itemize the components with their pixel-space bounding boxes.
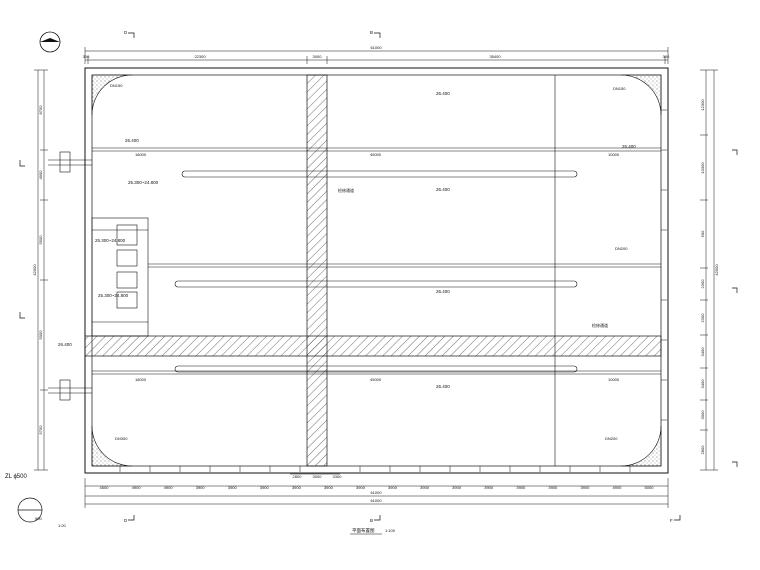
bottom-segments: 4500 4900 4900 3900 3900 3900 3900 3900 3900 3900…	[100, 485, 655, 490]
bottom-segment-label: 3900	[420, 485, 430, 490]
elevation-7: 26.400	[436, 384, 450, 389]
inlet-structure	[91, 217, 149, 337]
slope-label-2: 25.300~24.800	[95, 238, 126, 243]
bottom-segment-label: 3900	[228, 485, 238, 490]
left-total-dim: 42000	[32, 264, 37, 276]
right-seg-3: 2300	[700, 279, 705, 289]
pipe-label-2: DN150	[613, 86, 626, 91]
right-seg-1: 10300	[700, 162, 705, 174]
bottom-segment-label: 3900	[452, 485, 462, 490]
north-arrow-icon	[39, 31, 61, 53]
bottom-segment-label: 3900	[356, 485, 366, 490]
pipe-label-4: DN200	[605, 436, 618, 441]
top-seg-3: 35400	[489, 54, 501, 59]
pipe-label-3: DN200	[615, 246, 628, 251]
slope-label-3: 25.300~24.800	[98, 293, 129, 298]
right-seg-5: 3400	[700, 347, 705, 357]
bottom-segment-label: 4500	[100, 485, 110, 490]
right-dimension-chain	[700, 69, 718, 471]
corner-label: DN300	[115, 436, 128, 441]
right-seg-7: 3000	[700, 410, 705, 420]
bottom-segment-label: 3900	[260, 485, 270, 490]
pile-detail-circle-icon	[17, 497, 43, 523]
bottom-segment-label: 4900	[612, 485, 622, 490]
bottom-segment-label: 3900	[292, 485, 302, 490]
inner-dim-center-bottom: 45000	[370, 377, 382, 382]
right-seg-4: 2300	[700, 313, 705, 323]
pipe-label-1: DN150	[110, 83, 123, 88]
section-marks	[19, 32, 738, 521]
horizontal-walkway	[84, 335, 662, 357]
right-seg-2: 500	[700, 230, 705, 237]
elevation-5: 26.400	[436, 289, 450, 294]
right-seg-0: 12300	[700, 99, 705, 111]
outer-wall	[84, 67, 669, 474]
inner-wall	[91, 74, 662, 467]
vertical-walkway	[306, 74, 328, 467]
bottom-segment-label: 3900	[580, 485, 590, 490]
top-seg-0: 300	[83, 54, 90, 59]
bottom-segment-label: 5000	[645, 485, 655, 490]
right-seg-8: 2800	[700, 445, 705, 455]
elevation-1: 26.400	[436, 91, 450, 96]
bottom-total-1: 61000	[370, 490, 382, 495]
right-total-dim: 42000	[714, 264, 719, 276]
bottom-ticks	[119, 109, 667, 472]
pipes	[174, 170, 578, 373]
inner-dim-right-top: 10000	[608, 152, 620, 157]
top-seg-1: 22300	[194, 54, 206, 59]
bottom-segment-label: 3900	[388, 485, 398, 490]
bottom-segment-label: 3900	[548, 485, 558, 490]
bottom-segment-label: 3900	[324, 485, 334, 490]
corridor-label-2: 检修通道	[592, 322, 608, 328]
top-seg-2: 3000	[313, 54, 323, 59]
bottom-segment-label: 3900	[484, 485, 494, 490]
right-seg-6: 3400	[700, 379, 705, 389]
elevation-4: 26.400	[436, 187, 450, 192]
bottom-segment-label: 3900	[196, 485, 206, 490]
drawing-title: 平面布置图	[352, 527, 375, 534]
left-seg-3: 5000	[38, 330, 43, 340]
section-mark-b-top: B	[370, 30, 373, 35]
section-mark-b-bottom: B	[370, 518, 373, 523]
inner-dim-right-bottom: 10000	[608, 377, 620, 382]
inner-dim-center-top: 45000	[370, 152, 382, 157]
left-seg-4: 5700	[38, 425, 43, 435]
bottom-segment-label: 4900	[132, 485, 142, 490]
left-fittings	[48, 151, 92, 401]
bottom-mid-1: 3000	[313, 474, 323, 479]
slope-label-1: 25.300~24.800	[128, 180, 159, 185]
elevation-3: 26.400	[622, 144, 636, 149]
basin-divisions	[92, 75, 661, 466]
inner-dim-left-bottom: 18000	[135, 377, 147, 382]
elevation-2: 26.400	[125, 138, 139, 143]
inner-dim-left-top: 18000	[135, 152, 147, 157]
left-seg-2: 5500	[38, 235, 43, 245]
section-mark-f-bottom: F	[670, 518, 673, 523]
corridor-label: 检修通道	[338, 187, 354, 193]
top-dimension-chain	[84, 47, 669, 64]
top-seg-4: 300	[663, 54, 670, 59]
bottom-segment-label: 3900	[516, 485, 526, 490]
bottom-segment-label: 4900	[164, 485, 174, 490]
drawing-title-scale: 1:100	[385, 528, 396, 533]
top-total-dim: 61000	[370, 45, 382, 50]
section-mark-d-bottom: D	[124, 518, 128, 523]
bottom-total-2: 61000	[370, 498, 382, 503]
section-mark-d-top: D	[124, 30, 128, 35]
bottom-mid-0: 2800	[293, 474, 303, 479]
corner-fillets	[91, 74, 662, 467]
left-seg-1: 4900	[38, 170, 43, 180]
scale-note: ZL ϕ500	[5, 474, 27, 480]
elevation-6: 26.400	[58, 342, 72, 347]
detail-dim: 500	[35, 516, 42, 521]
bottom-mid-2: 3300	[333, 474, 343, 479]
left-dimension-chain	[34, 69, 48, 471]
left-seg-0: 8700	[38, 105, 43, 115]
bottom-dimension-chain	[84, 473, 669, 508]
detail-scale: 1:20	[58, 523, 67, 528]
